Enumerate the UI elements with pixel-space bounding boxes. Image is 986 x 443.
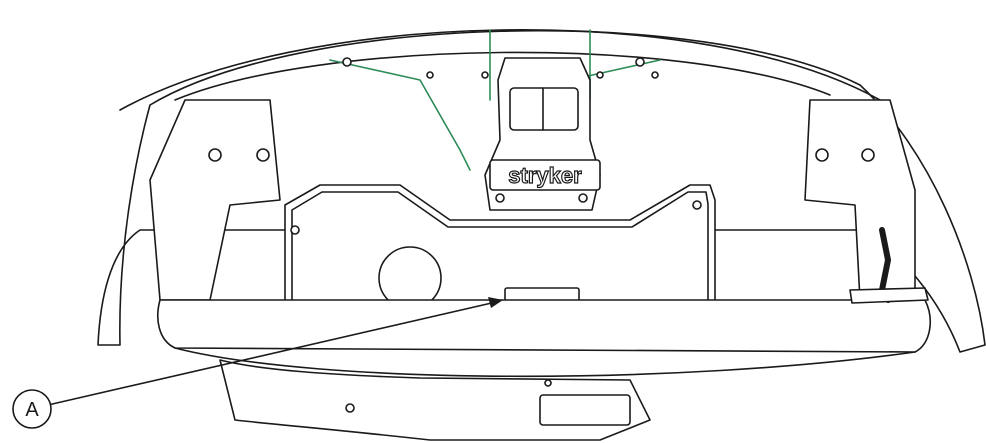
logo-band — [489, 159, 601, 191]
bolt-icon — [544, 379, 552, 387]
bolt-icon — [815, 148, 829, 162]
bolt-icon — [578, 193, 588, 203]
bolt-icon — [256, 148, 270, 162]
bolt-icon — [635, 57, 645, 67]
undercarriage-bracket — [539, 394, 631, 426]
callout-circle — [12, 389, 52, 429]
callout-letter: A — [25, 399, 39, 421]
callout-leader-line — [47, 301, 497, 406]
bolt-icon — [861, 148, 875, 162]
bolt-icon — [495, 193, 505, 203]
bolt-icon — [596, 71, 604, 79]
bolt-icon — [692, 200, 702, 210]
bumper-bottom-arc — [174, 347, 916, 378]
top-arc-guard — [119, 29, 881, 111]
bolt-icon — [345, 403, 355, 413]
left-fin-green — [329, 59, 471, 171]
bolt-icon — [342, 57, 352, 67]
brand-logo: stryker — [508, 163, 582, 188]
bolt-icon — [651, 71, 659, 79]
bolt-icon — [426, 71, 434, 79]
central-housing-window — [509, 87, 579, 131]
lower-bumper-bar — [157, 299, 931, 353]
right-side-frame — [804, 99, 916, 301]
bolt-icon — [481, 71, 489, 79]
bolt-icon — [208, 148, 222, 162]
callout-a: A — [12, 297, 503, 429]
left-side-frame — [149, 99, 281, 301]
arrowhead-icon — [488, 297, 503, 308]
coiled-hose-handle — [849, 287, 929, 304]
bolt-icon — [290, 225, 300, 235]
bolt-heads — [208, 57, 875, 413]
top-arc-guard-inner — [174, 51, 831, 101]
